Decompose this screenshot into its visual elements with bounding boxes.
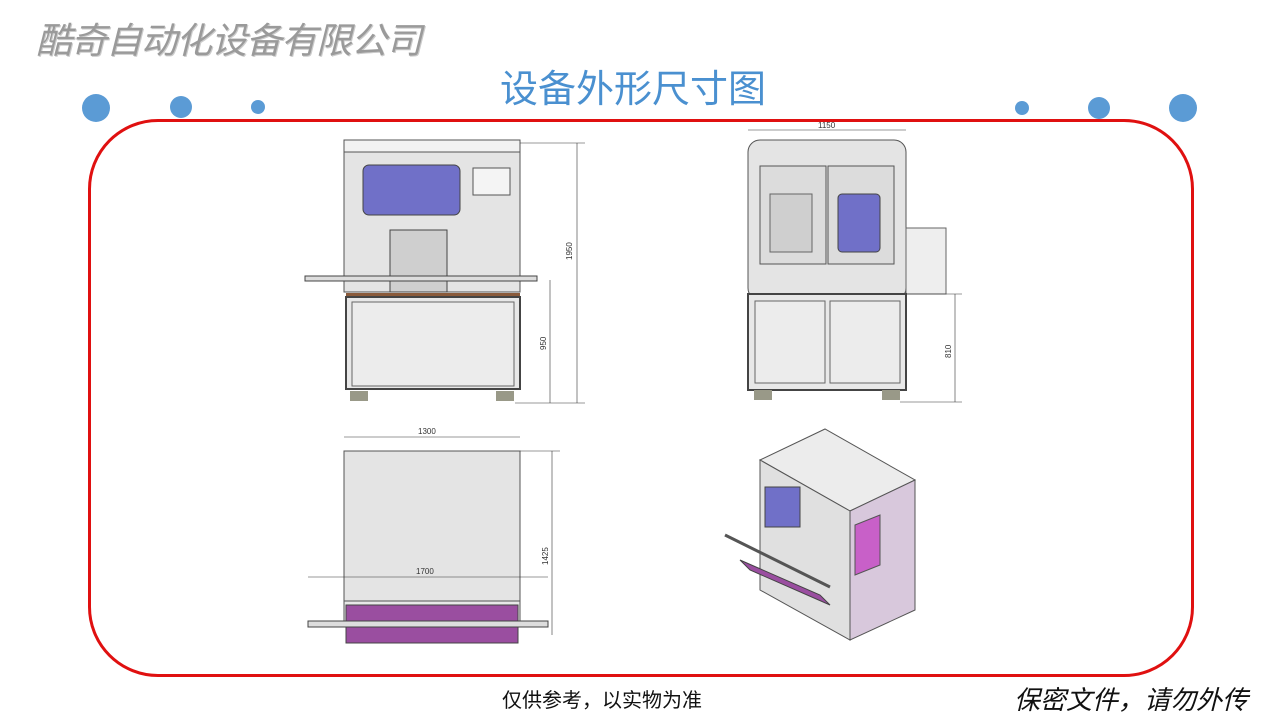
window-panel (362, 164, 461, 216)
touch-screen (472, 167, 511, 196)
dim-conveyor-length: 1700 (416, 567, 434, 576)
decor-dot (170, 96, 192, 118)
conveyor-rail (307, 620, 549, 628)
dim-side-table-height: 810 (944, 344, 953, 358)
isometric-view-drawing (724, 428, 917, 641)
conveyor-rail (304, 275, 538, 282)
dim-top-width: 1300 (418, 427, 436, 436)
confidential-note: 保密文件，请勿外传 (1014, 686, 1249, 716)
dim-table-height: 950 (539, 336, 548, 350)
decor-dot (82, 94, 110, 122)
base-plate (739, 559, 831, 606)
reference-note: 仅供参考，以实物为准 (502, 688, 702, 712)
top-view-drawing: 1300 1700 1425 (307, 427, 560, 644)
decor-dot (1088, 97, 1110, 119)
page-title: 设备外形尺寸图 (500, 67, 767, 111)
window-panel (837, 193, 881, 253)
decor-dot (251, 100, 265, 114)
dim-side-width: 1150 (818, 121, 836, 130)
decor-dot (1169, 94, 1197, 122)
company-name: 酷奇自动化设备有限公司 (36, 21, 422, 62)
front-view-drawing: 1950 950 (304, 139, 585, 404)
dim-top-depth: 1425 (541, 547, 550, 565)
drawing-frame (88, 119, 1194, 677)
window-panel (764, 486, 801, 528)
side-view-drawing: 1150 810 (747, 121, 962, 403)
dim-total-height: 1950 (565, 242, 574, 260)
decor-dot (1015, 101, 1029, 115)
